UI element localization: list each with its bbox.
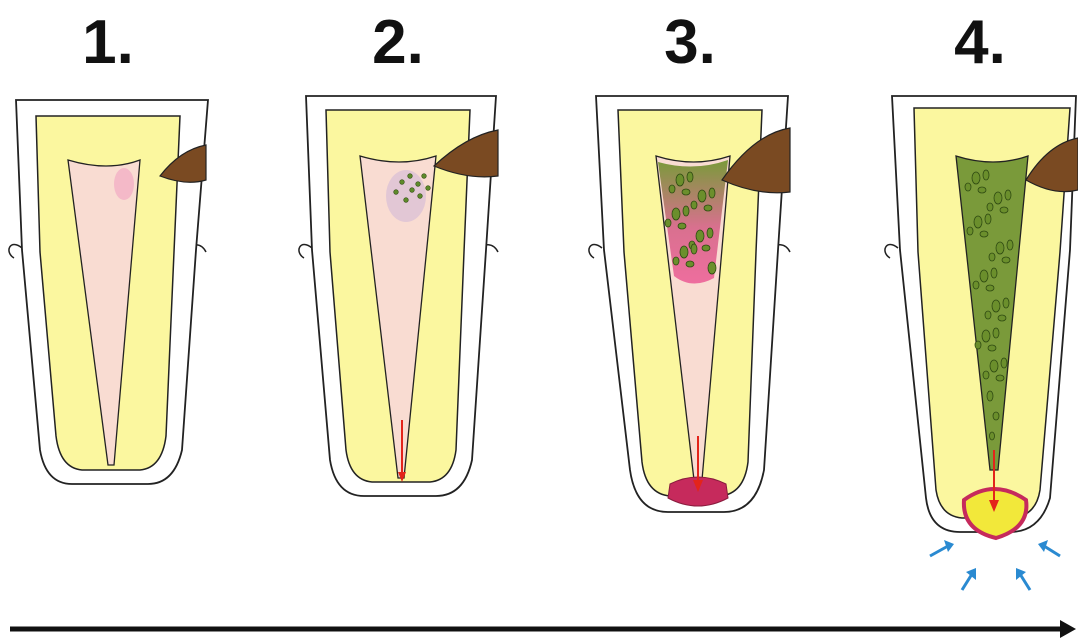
progression-arrow: [10, 620, 1076, 638]
early-inflammation: [114, 168, 134, 200]
gum-line-left: [9, 245, 22, 259]
progression-arrow-head: [1060, 620, 1076, 638]
tooth-stage-4: [885, 96, 1078, 590]
gum-line-left: [299, 245, 312, 259]
gum-line-left: [589, 245, 602, 259]
gum-line-left: [885, 245, 898, 259]
tooth-stage-2: [299, 96, 498, 496]
tooth-stage-3: [589, 96, 790, 512]
tooth-stage-1: [9, 100, 208, 484]
pressure-arrows: [930, 540, 1060, 590]
